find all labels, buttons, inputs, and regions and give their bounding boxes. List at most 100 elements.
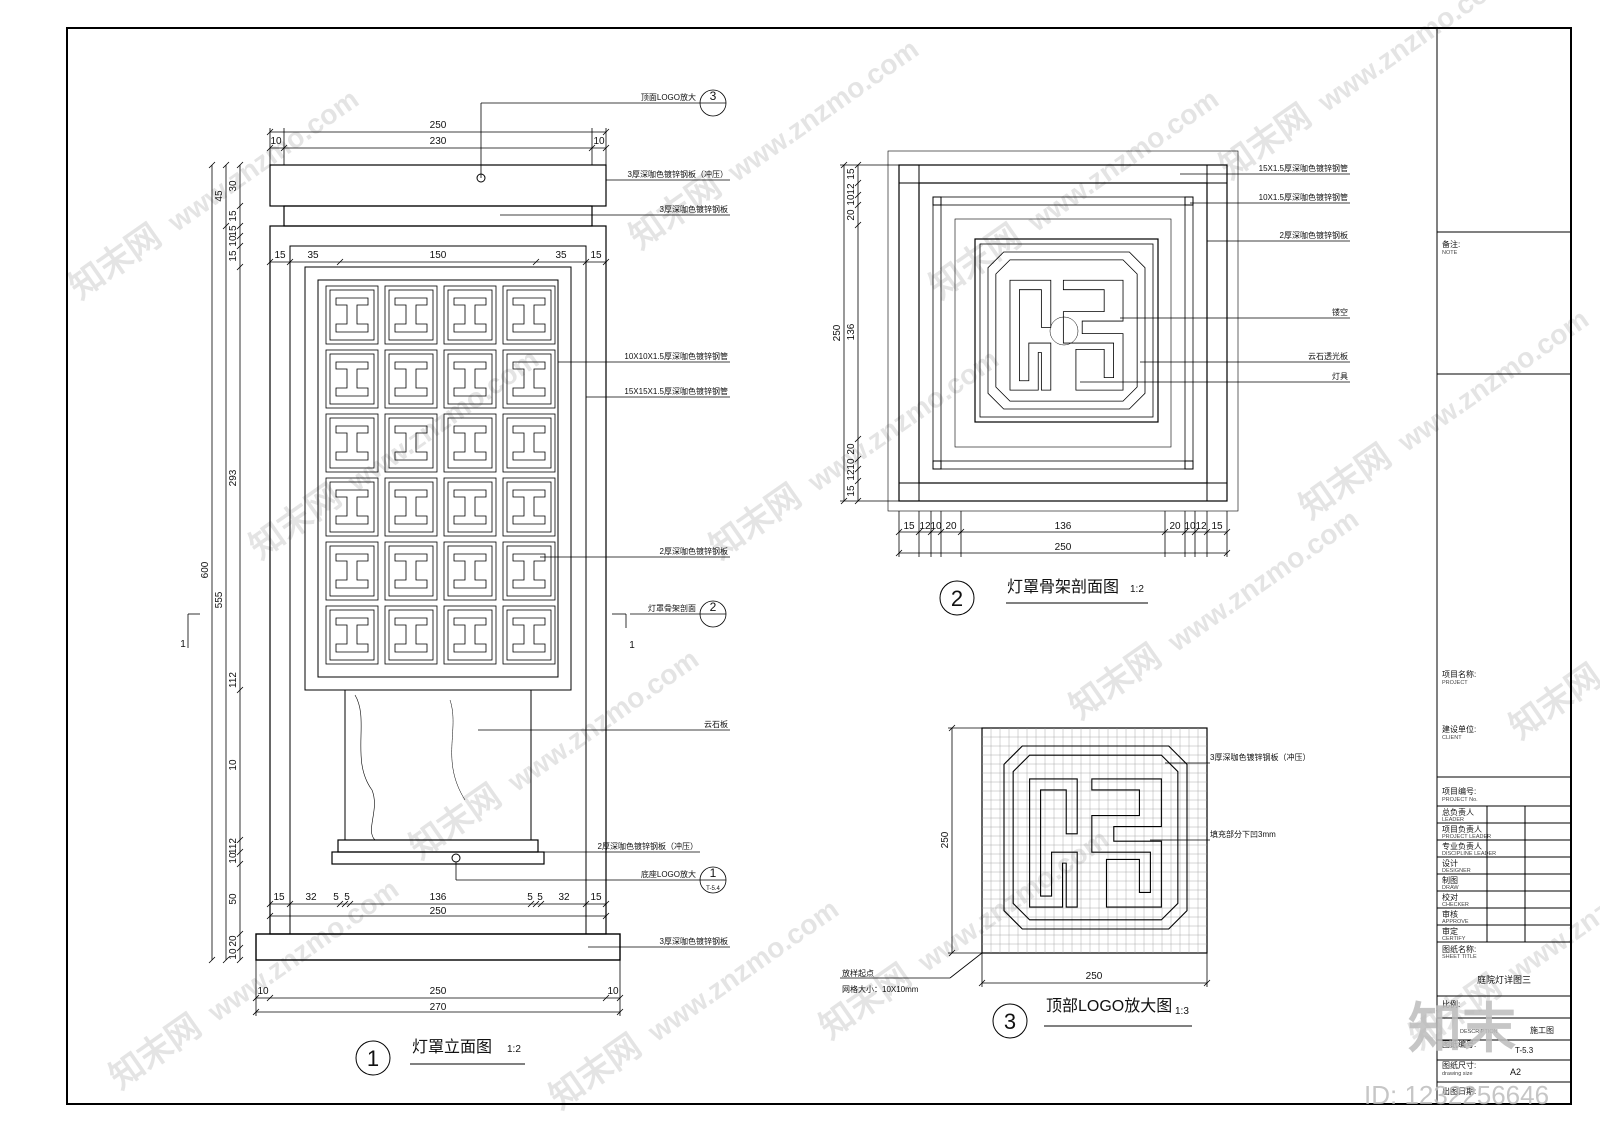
marble-vein	[354, 694, 376, 841]
lattice-cell	[443, 541, 497, 601]
dim-text: 15	[273, 892, 285, 903]
leader-note: 3厚深咖色镀锌钢板（冲压）	[628, 169, 728, 179]
logo-outline	[981, 727, 1208, 954]
dim-tick	[266, 994, 274, 1002]
dim-tick	[236, 686, 244, 694]
callout-number: 3	[710, 89, 717, 103]
note-label: 备注:	[1442, 239, 1460, 249]
watermark-site: www.znzmo.com	[502, 643, 705, 798]
leader-note: 底座LOGO放大	[641, 869, 696, 879]
dim-text: 32	[558, 892, 570, 903]
watermark-site: www.znzmo.com	[802, 343, 1005, 498]
top-cap	[269, 164, 607, 207]
dim-text: 15	[228, 210, 239, 222]
dim-tick	[236, 222, 244, 230]
role-label-en: CHECKER	[1442, 902, 1469, 908]
lattice-cell	[502, 413, 556, 473]
watermark-brand: 知末网	[1503, 657, 1600, 747]
lattice-cell	[502, 605, 556, 665]
view2-scale: 1:2	[1130, 584, 1144, 595]
lattice-cell	[325, 349, 379, 409]
watermark-brand: 知末网	[1213, 97, 1318, 187]
dim-tick	[236, 860, 244, 868]
callout-number: 1	[710, 866, 717, 880]
dim-tick	[236, 944, 244, 952]
lattice-cell	[502, 285, 556, 345]
dim-tick	[336, 258, 344, 266]
dim-text: 136	[846, 323, 857, 340]
size-label: 图纸尺寸:	[1442, 1060, 1476, 1070]
dim-tick	[208, 956, 216, 964]
size-label-en: drawing size	[1442, 1071, 1473, 1077]
view3-number: 3	[1004, 1009, 1016, 1034]
dim-text: 270	[430, 1002, 447, 1013]
dim-tick	[266, 900, 274, 908]
section-panel-c	[954, 218, 1172, 448]
date-label: 出图日期:	[1442, 1086, 1476, 1096]
dim-text: 45	[214, 190, 225, 202]
watermark-site: www.znzmo.com	[342, 343, 545, 498]
dim-tick	[286, 258, 294, 266]
lattice-cell	[325, 605, 379, 665]
dim-tick	[236, 161, 244, 169]
leader-note: 2厚深咖色镀锌钢板	[1280, 230, 1348, 240]
role-label: 制图	[1442, 875, 1458, 885]
dim-text: 15	[228, 250, 239, 262]
dim-text: 10	[930, 521, 942, 532]
dim-tick	[602, 900, 610, 908]
size-value: A2	[1510, 1067, 1521, 1077]
dim-tick	[532, 258, 540, 266]
watermark-site: www.znzmo.com	[642, 893, 845, 1048]
lattice-cell	[384, 349, 438, 409]
watermark-site: www.znzmo.com	[1022, 83, 1225, 238]
dim-tick	[208, 161, 216, 169]
dim-text: 20	[228, 935, 239, 947]
lattice-cell	[384, 413, 438, 473]
leader-note: 3厚深咖色镀锌钢板	[660, 936, 728, 946]
leader-note: 灯罩骨架剖面	[648, 603, 696, 613]
section-hidden-outline	[887, 150, 1239, 512]
dim-text: 10	[846, 194, 857, 206]
lattice-cell	[502, 349, 556, 409]
watermark-layer: 知末网www.znzmo.com知末网www.znzmo.com知末网www.z…	[63, 0, 1600, 1117]
dim-text: 136	[1055, 521, 1072, 532]
dim-tick	[266, 258, 274, 266]
lattice-cell	[443, 605, 497, 665]
dim-text: 10	[228, 235, 239, 247]
title-block-text: 备注: NOTE 项目名称: PROJECT 建设单位: CLIENT 项目编号…	[1442, 239, 1554, 1096]
dim-text: 5	[527, 892, 533, 903]
drawing-no-label: 图纸编号:	[1442, 1039, 1476, 1049]
leader-note: 云石透光板	[1308, 351, 1348, 361]
logo-view	[981, 727, 1208, 954]
dim-text: 250	[430, 906, 447, 917]
lattice-cell	[384, 541, 438, 601]
dim-tick	[582, 258, 590, 266]
watermark-brand: 知末网	[103, 1007, 208, 1097]
dim-tick	[602, 258, 610, 266]
dim-tick	[236, 956, 244, 964]
dim-tick	[527, 900, 535, 908]
lattice-cell	[325, 413, 379, 473]
dim-text: 10	[270, 136, 282, 147]
top-neck	[283, 205, 593, 227]
dim-text: 230	[430, 136, 447, 147]
description-label: DESCRIPTION	[1460, 1029, 1498, 1035]
view2-number: 2	[951, 586, 963, 611]
dim-text: 20	[1169, 521, 1181, 532]
watermark-site: www.znzmo.com	[1312, 0, 1515, 118]
dim-text: 112	[228, 838, 239, 854]
dim-text: 15	[274, 250, 286, 261]
section-leaders: 15X1.5厚深咖色镀锌钢管10X1.5厚深咖色镀锌钢管2厚深咖色镀锌钢板镂空云…	[1080, 163, 1350, 383]
dim-text: 250	[1086, 971, 1103, 982]
dim-text: 10	[846, 458, 857, 470]
leader-note: 2厚深咖色镀锌钢板（冲压）	[598, 841, 698, 851]
dim-text: 150	[430, 250, 447, 261]
section-logo-inner	[979, 243, 1154, 418]
